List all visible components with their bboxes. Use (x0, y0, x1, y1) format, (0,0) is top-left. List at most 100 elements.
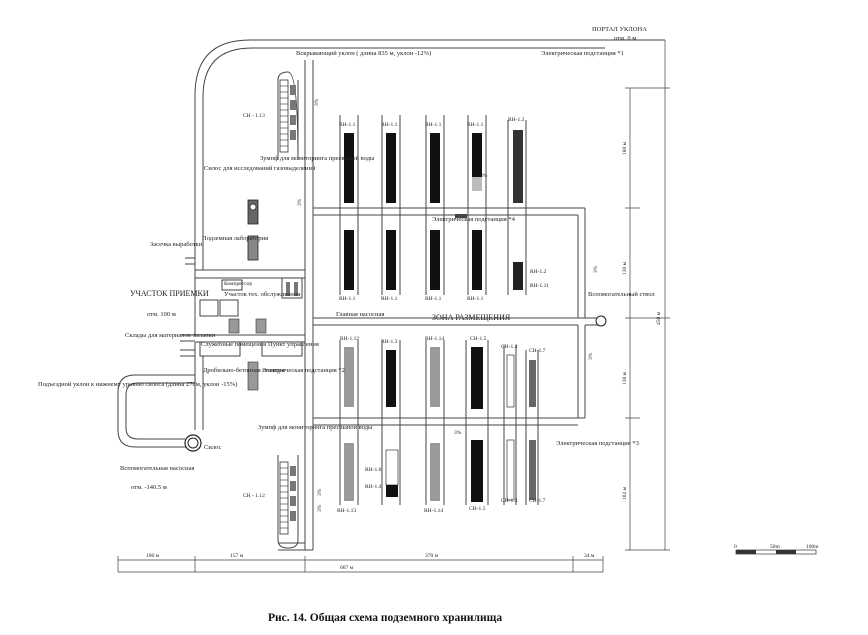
cell-label-rn-11a: RН-1.1 (339, 122, 356, 128)
cut-working-stub (185, 257, 195, 265)
cell-label-rn-16: RН-1.6 (365, 467, 382, 473)
cell-label-rn-15b: СН-1.5 (469, 506, 486, 512)
cell-label-rn-11b: RН-1.1 (381, 122, 398, 128)
compressor-room (221, 279, 243, 291)
cell-label-rn-15a: СН-1.5 (470, 336, 487, 342)
substation3-label: Электрическая подстанция *3 (556, 440, 639, 447)
cell-label-rn-11h: RН-1.1 (467, 296, 484, 302)
lab-label: Подземная лаборатория (202, 235, 268, 242)
slope-label-1: 3% (314, 98, 320, 106)
aux-pump-label: Вспомогательная насосная (120, 465, 194, 472)
cell-label-rn-11c: RН-1.1 (425, 122, 442, 128)
facilities (184, 199, 607, 452)
cell-label-rn-12b: RН-1.2 (530, 269, 547, 275)
aux-shaft-label: Вспомогательный ствол (588, 291, 655, 298)
upper-storage-cells: RН-1.1 RН-1.1 RН-1.1 RН-1.1 RН-1.2 RН-1.… (339, 117, 549, 302)
crusher-block (247, 361, 259, 391)
cut-working-label: Засечка выработки (150, 241, 203, 248)
portal-label: ПОРТАЛ УКЛОНА (592, 26, 647, 33)
gas-silo-marker (249, 203, 257, 211)
slope-label-3: 3% (480, 173, 488, 179)
dim-667: 667 м (340, 565, 354, 571)
lab-block (247, 235, 259, 261)
service-rooms-label: Служебные помещения (201, 341, 266, 348)
cell-label-ch-113: СН - 1.13 (243, 113, 265, 119)
reception-area-label: УЧАСТОК ПРИЕМКИ (130, 289, 209, 298)
bottom-corridor (278, 542, 313, 551)
gas-silo-block (247, 199, 259, 225)
reception-elevation: отм. 100 м (147, 311, 176, 318)
compressor-label: Компрессор (224, 281, 252, 287)
aux-pump-elevation: отм. -140.5 м (131, 484, 167, 491)
cell-label-rn-13b: СН-1.3 (501, 344, 518, 350)
scale-50: 50m (770, 544, 781, 550)
dim-130a: 130 м (622, 261, 628, 275)
decline-tunnel-inner (202, 47, 605, 270)
dim-130b: 130 м (622, 371, 628, 385)
portal-elevation: отм. 0 м (614, 35, 636, 42)
cell-label-rn-13: RН-1.3 (381, 339, 398, 345)
substation4-marker (455, 214, 467, 218)
cell-label-rn-112: RН-1.12 (340, 336, 359, 342)
reception-frame (195, 269, 305, 343)
tech-service-label: Участок тех. обслуживания (224, 291, 300, 298)
dim-450: 450 м (656, 311, 662, 325)
decline-top-label: Вскрывающий уклон ( длина 835 м, уклон -… (296, 50, 431, 57)
gas-silo-label: Силос для исследований газовыделений (204, 165, 316, 172)
cell-label-rn-113: RН-1.13 (337, 508, 356, 514)
warehouse-stubs (180, 334, 195, 357)
slope-markers: 3% 3% 3% 3% 3% 3% 3% 3% (297, 98, 599, 512)
lower-decline-outer (117, 374, 195, 448)
cell-label-ch-112: СН - 1.12 (243, 493, 265, 499)
slope-label-7: 3% (317, 488, 323, 496)
scale-bar: 0 50m 100m (734, 544, 819, 555)
cell-label-rn-17: СН-1.7 (529, 348, 546, 354)
decline-tunnel-outer (194, 39, 665, 335)
slope-label-6: 3% (454, 430, 462, 436)
dim-34: 34 м (584, 553, 595, 559)
cell-label-rn-14: RН-1.4 (365, 484, 382, 490)
cell-label-rn-17b: СН-1.7 (529, 498, 546, 504)
dim-157: 157 м (230, 553, 244, 559)
dim-180: 180 м (622, 141, 628, 155)
upper-drifts (339, 115, 527, 295)
slope-label-4: 3% (593, 265, 599, 273)
slope-label-5: 3% (588, 352, 594, 360)
dim-106: 106 м (146, 553, 160, 559)
lower-decline-label: Подъездной уклон к нижнему уровню силоса… (38, 381, 237, 388)
dim-370: 370 м (425, 553, 439, 559)
figure-caption: Рис. 14. Общая схема подземного хранилищ… (268, 612, 502, 624)
cell-label-rn-11f: RН-1.1 (381, 296, 398, 302)
lower-drifts (339, 340, 539, 505)
scale-100: 100m (806, 544, 819, 550)
control-point-box (261, 341, 303, 357)
reception-cell-a (199, 299, 219, 317)
warehouses-label: Склады для материалов засыпки (125, 332, 216, 339)
dimension-lines: 106 м 157 м 370 м 34 м 667 м 180 м 130 м… (117, 40, 670, 573)
lower-storage-cells: RН-1.12 RН-1.3 RН-1.14 СН-1.5 СН-1.3 СН-… (337, 336, 546, 514)
cell-label-rn-111: RН-1.11 (530, 283, 549, 289)
substation1-label: Электрическая подстанция *1 (541, 50, 624, 57)
cell-label-rn-13c: СН-1.3 (501, 498, 518, 504)
main-pump-label: Главная насосная (336, 311, 384, 318)
cell-ch-113: СН - 1.13 (243, 71, 299, 161)
substation4-label: Электрическая подстанция *4 (432, 216, 516, 223)
annotations: ПОРТАЛ УКЛОНА отм. 0 м Вскрывающий уклон… (38, 26, 655, 491)
cell-ch-112: СН - 1.12 (243, 455, 299, 549)
cell-label-rn-114b: RН-1.14 (424, 508, 443, 514)
service-rooms-box (199, 341, 241, 357)
sump-top-label: Зумпф для мониторинга пресвыной воды (260, 155, 375, 162)
cell-label-rn-12: RН-1.2 (508, 117, 525, 123)
control-point-label: Пункт управления (268, 341, 319, 348)
lower-decline-inner (125, 382, 195, 440)
silo-label: Силос (204, 444, 221, 451)
scale-0: 0 (734, 544, 737, 550)
cell-label-rn-114: RН-1.14 (425, 336, 444, 342)
slope-label-2: 3% (297, 198, 303, 206)
tunnel-network (117, 39, 665, 551)
crusher-label: Дробильно-бетонная станция (203, 367, 285, 374)
cell-label-rn-11d: RН-1.1 (467, 122, 484, 128)
substation2-label: Электрическая подстанция *2 (262, 367, 345, 374)
sump-bottom-label: Зумпф для мониторинга пресвыной воды (258, 424, 373, 431)
